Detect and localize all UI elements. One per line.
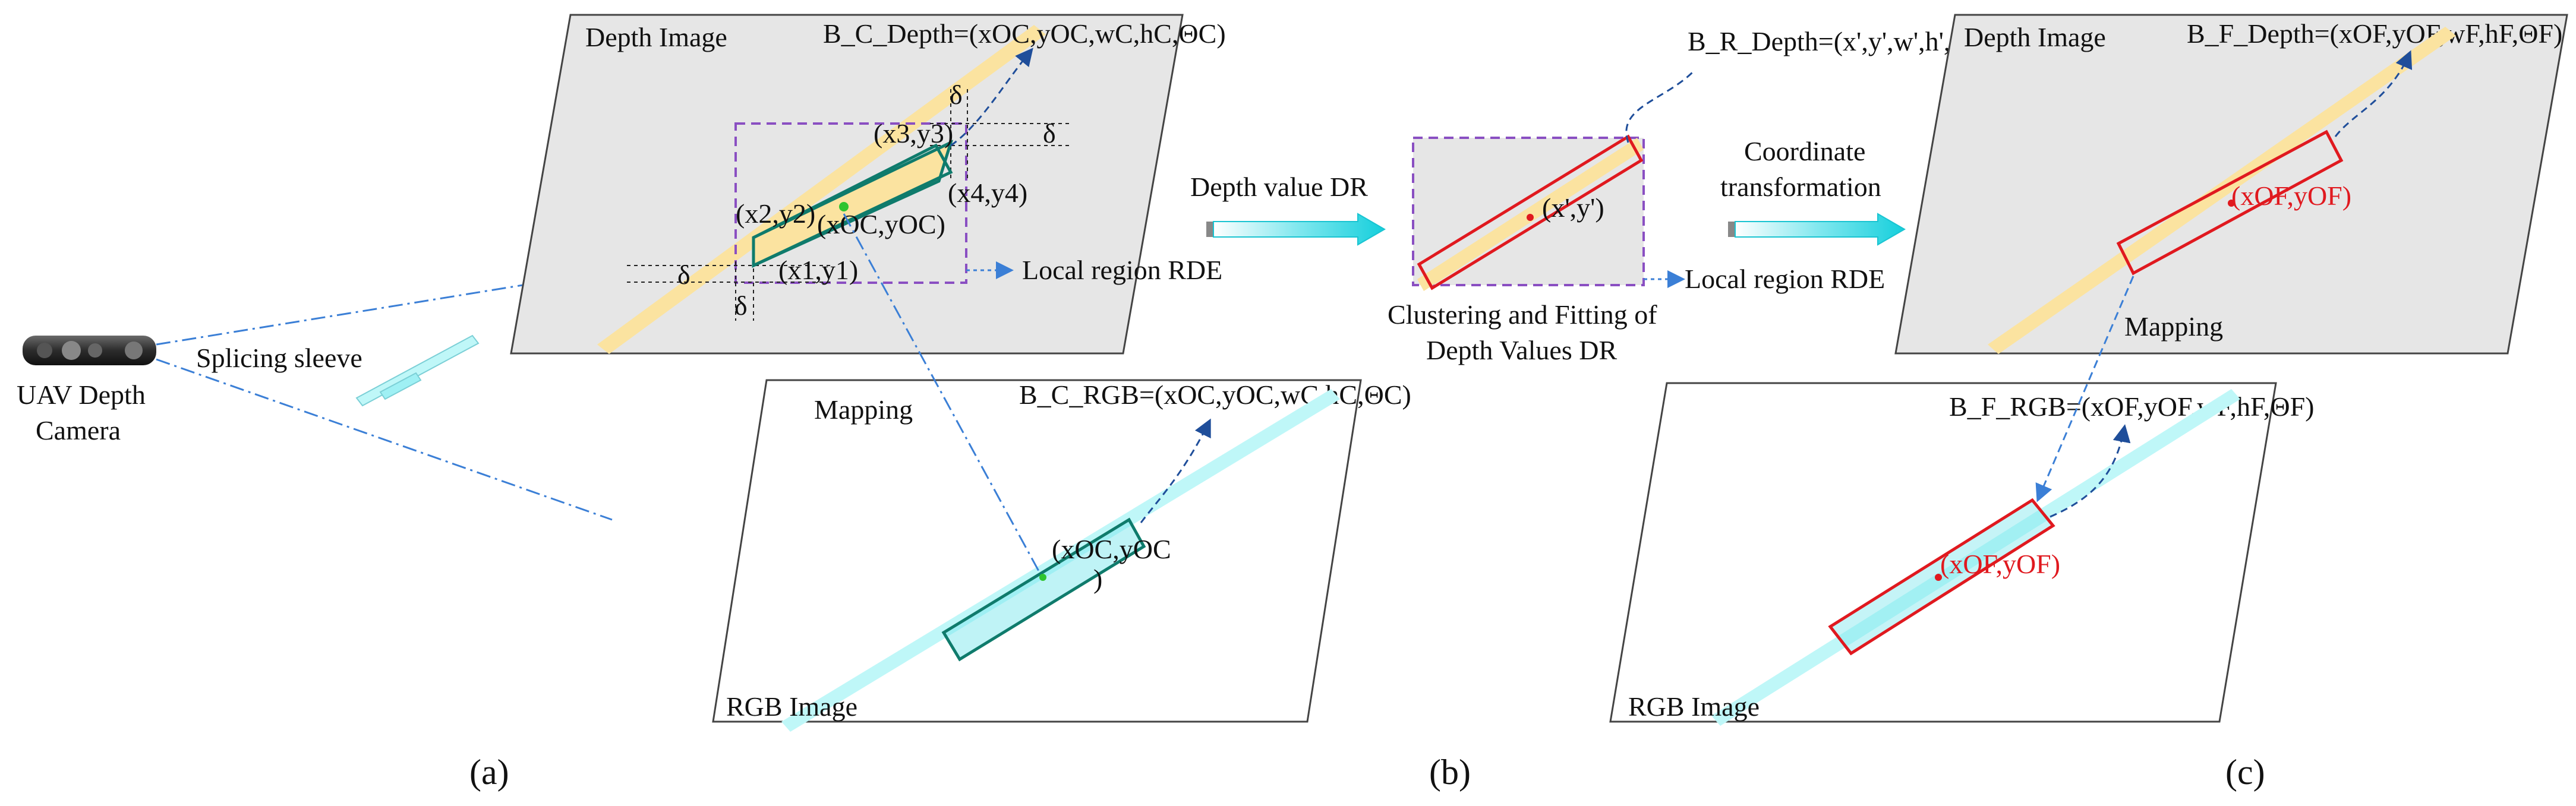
cluster-label-line1: Clustering and Fitting of bbox=[1388, 299, 1657, 330]
coord-transform-line2: transformation bbox=[1720, 172, 1881, 202]
box-formula-rgb-a: B_C_RGB=(xOC,yOC,wC,hC,ΘC) bbox=[1019, 380, 1411, 410]
formula-link-a bbox=[950, 48, 1033, 147]
formula-link-c bbox=[2334, 50, 2413, 137]
center-label-a: (xOC,yOC) bbox=[817, 209, 945, 239]
corner-p4: (x4,y4) bbox=[948, 178, 1027, 208]
splicing-sleeve-label: Splicing sleeve bbox=[196, 343, 362, 373]
mapping-link-c bbox=[2035, 276, 2134, 502]
rgb-center-label-c: (xOF,yOF) bbox=[1940, 549, 2060, 579]
rgb-center-label-a: (xOC,yOC bbox=[1052, 534, 1171, 564]
mapping-label-a: Mapping bbox=[814, 394, 913, 425]
arrow-a-to-b-icon bbox=[1206, 213, 1386, 246]
formula-link-b bbox=[1625, 70, 1695, 143]
rgb-image-title-c: RGB Image bbox=[1628, 691, 1760, 722]
corner-p3: (x3,y3) bbox=[874, 118, 953, 148]
depth-camera-icon bbox=[23, 336, 156, 365]
local-region-box-a bbox=[734, 122, 967, 284]
depth-image-panel-a bbox=[510, 14, 1184, 355]
caption-b: (b) bbox=[1429, 753, 1471, 792]
local-region-label-a: Local region RDE bbox=[1022, 255, 1222, 285]
delta-guides-a bbox=[627, 89, 1070, 321]
fitted-box-depth-c bbox=[2116, 129, 2344, 276]
formula-link-rgb-c bbox=[2050, 424, 2131, 518]
depth-image-title-c: Depth Image bbox=[1964, 22, 2106, 52]
box-formula-depth-a: B_C_Depth=(xOC,yOC,wC,hC,ΘC) bbox=[823, 18, 1226, 49]
box-formula-rgb-c: B_F_RGB=(xOF,yOF,wF,hF,ΘF) bbox=[1949, 391, 2315, 422]
arrow-b-to-c-icon bbox=[1728, 213, 1906, 246]
depth-image-title-a: Depth Image bbox=[585, 22, 727, 52]
caption-c: (c) bbox=[2225, 753, 2265, 792]
depth-bar-c bbox=[1988, 27, 2456, 354]
camera-label-line2: Camera bbox=[36, 415, 121, 445]
region-center-label-b: (x',y') bbox=[1542, 192, 1604, 223]
delta-right: δ bbox=[1043, 118, 1056, 148]
center-label-c: (xOF,yOF) bbox=[2231, 181, 2351, 211]
rgb-image-title-a: RGB Image bbox=[726, 691, 857, 722]
mapping-label-c: Mapping bbox=[2124, 311, 2223, 342]
mapping-link-a bbox=[843, 213, 1041, 574]
camera-label-line1: UAV Depth bbox=[17, 380, 146, 410]
detection-box-rgb-a bbox=[941, 517, 1146, 662]
splicing-sleeve-icon bbox=[355, 334, 480, 407]
fitted-box-b bbox=[1417, 134, 1644, 290]
caption-a: (a) bbox=[469, 753, 509, 792]
delta-bottom: δ bbox=[734, 290, 748, 321]
rgb-image-panel-a bbox=[712, 379, 1362, 723]
local-region-label-b: Local region RDE bbox=[1685, 264, 1885, 294]
corner-p1: (x1,y1) bbox=[778, 255, 858, 285]
center-point-a bbox=[839, 202, 849, 211]
region-formula-b: B_R_Depth=(x',y',w',h',Θ') bbox=[1688, 26, 1984, 56]
formula-link-rgb-a bbox=[1140, 418, 1211, 523]
depth-value-label: Depth value DR bbox=[1190, 172, 1368, 202]
delta-left: δ bbox=[677, 260, 690, 290]
cluster-label-line2: Depth Values DR bbox=[1426, 335, 1617, 365]
rgb-center-close-a: ) bbox=[1093, 564, 1102, 594]
coord-transform-line1: Coordinate bbox=[1744, 136, 1865, 166]
field-of-view-lines bbox=[156, 284, 613, 521]
depth-bar-a bbox=[597, 25, 1046, 354]
corner-p2: (x2,y2) bbox=[736, 198, 815, 229]
box-formula-depth-c: B_F_Depth=(xOF,yOF,wF,hF,ΘF) bbox=[2187, 18, 2562, 49]
delta-top: δ bbox=[950, 80, 963, 110]
